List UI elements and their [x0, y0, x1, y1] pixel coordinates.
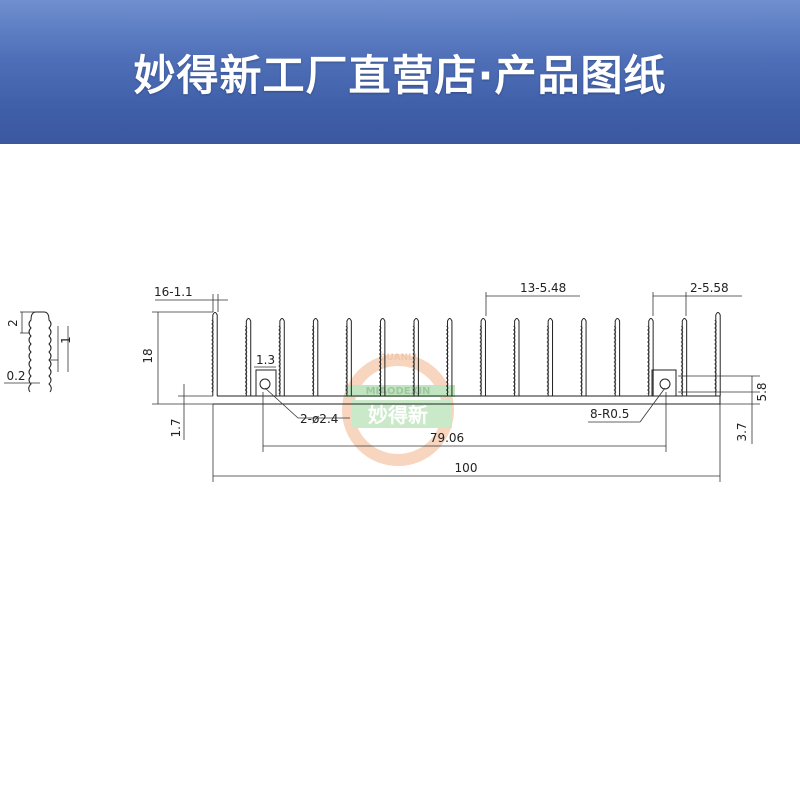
detail-width-label: 1	[59, 336, 73, 344]
watermark-brand: 妙得新	[368, 403, 428, 427]
dimension-lines: 16-1.1 18 1.7 1.3 2-ø2.4 79.06	[141, 281, 769, 482]
fin	[447, 318, 453, 396]
dim-groove-width: 1.3	[256, 353, 275, 367]
dim-fillet-radius: 8-R0.5	[590, 407, 629, 421]
fin-serration	[479, 325, 483, 395]
heatsink-profile	[211, 312, 721, 405]
fin	[480, 318, 486, 396]
watermark-box	[352, 400, 452, 428]
fin-serration	[244, 325, 248, 395]
dim-total-width: 100	[455, 461, 478, 475]
dim-fin-count-thickness: 16-1.1	[154, 285, 193, 299]
fin-serration	[647, 325, 650, 395]
fin	[245, 318, 252, 396]
fin	[614, 318, 621, 396]
fin-serration	[680, 325, 684, 395]
fin-serration	[513, 325, 516, 395]
fin-serration	[613, 325, 617, 395]
watermark-band	[345, 385, 455, 397]
fin-serration	[446, 325, 449, 395]
fin	[346, 318, 352, 396]
dim-edge-pitch: 2-5.58	[690, 281, 729, 295]
fin	[312, 318, 319, 396]
mounting-hole	[659, 378, 671, 390]
dim-holes-leader	[264, 387, 299, 419]
fin-serration	[378, 325, 382, 395]
dim-fillet-leader	[639, 387, 666, 423]
fin-detail-view: 2 1 0.2	[4, 311, 73, 393]
fin-serration	[311, 325, 315, 395]
dim-hole-spacing: 79.06	[430, 431, 464, 445]
detail-fin-right-edge	[36, 311, 52, 393]
heatsink-drawing: QUANLI MIAODEXIN 妙得新 2 1 0.2 1	[4, 281, 769, 482]
groove-slot	[651, 369, 677, 396]
fin-serration	[211, 319, 214, 393]
watermark-logo: QUANLI MIAODEXIN 妙得新	[342, 353, 455, 466]
title-banner: 妙得新工厂直营店·产品图纸	[0, 0, 800, 144]
banner-title: 妙得新工厂直营店·产品图纸	[133, 50, 667, 100]
groove-slot	[255, 369, 277, 396]
detail-fin-left-edge	[28, 311, 37, 393]
detail-tip-label: 2	[6, 319, 20, 327]
fin-serration	[580, 325, 583, 395]
fin-serration	[546, 325, 550, 395]
fin-serration	[714, 319, 717, 393]
fin-serration	[412, 325, 416, 395]
fin-serration	[345, 325, 349, 395]
fin	[581, 318, 587, 396]
dim-fin-pitch: 13-5.48	[520, 281, 566, 295]
base-plate	[213, 395, 721, 405]
fin	[514, 318, 520, 396]
watermark-latin: MIAODEXIN	[366, 386, 431, 397]
fin	[681, 318, 688, 396]
dim-right-step: 3.7	[735, 422, 749, 441]
dim-holes: 2-ø2.4	[300, 412, 338, 426]
fin	[379, 318, 386, 396]
fin	[547, 318, 554, 396]
fin	[279, 318, 285, 396]
detail-serration-label: 0.2	[6, 369, 25, 383]
fin	[212, 312, 218, 396]
dim-base-thickness: 1.7	[169, 418, 183, 437]
fin	[413, 318, 419, 396]
fin	[715, 312, 721, 396]
fin-serration	[278, 325, 281, 395]
dim-groove-height: 5.8	[755, 382, 769, 401]
fin	[648, 318, 654, 396]
watermark-top-text: QUANLI	[379, 353, 417, 363]
dim-height-total: 18	[141, 348, 155, 363]
mounting-hole	[259, 378, 271, 390]
